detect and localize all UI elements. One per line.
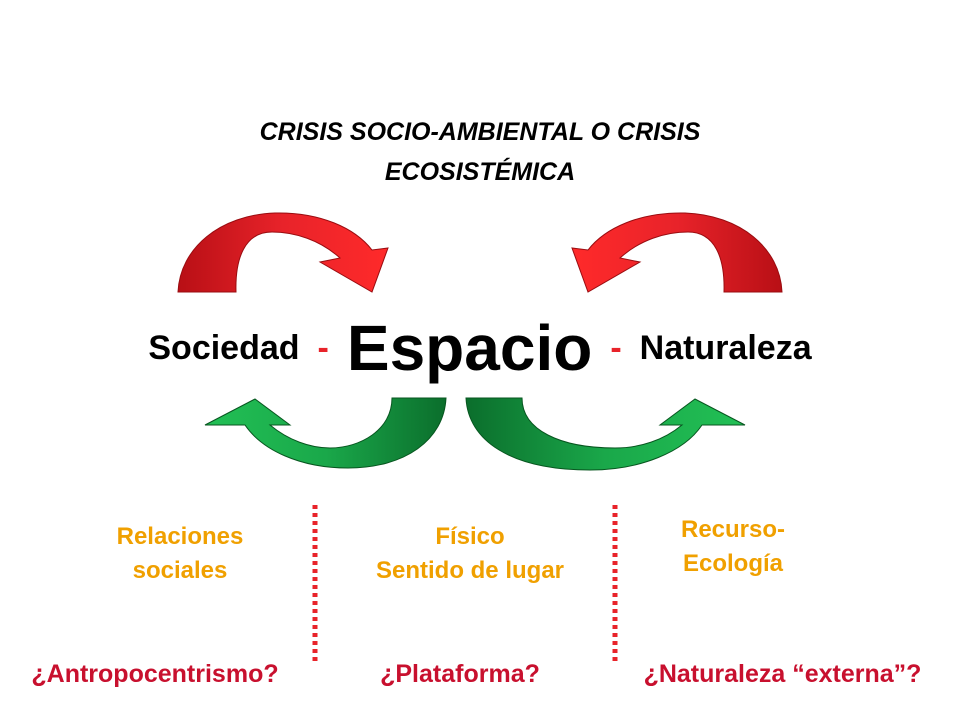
question-antropocentrismo: ¿Antropocentrismo? (31, 660, 279, 688)
label-line: Relaciones (116, 523, 244, 550)
question-naturaleza-externa: ¿Naturaleza “externa”? (643, 660, 922, 688)
green-arrow-left (204, 397, 447, 469)
label-line: sociales (132, 557, 228, 584)
separator-right: - (610, 328, 622, 367)
title-line-1: CRISIS SOCIO-AMBIENTAL O CRISIS (259, 118, 701, 146)
term-naturaleza: Naturaleza (639, 328, 812, 367)
label-line: Físico (435, 523, 505, 550)
label-relaciones-sociales: Relaciones sociales (80, 520, 280, 588)
red-arrow-left (177, 212, 389, 293)
label-line: Recurso- (680, 516, 786, 543)
title-line-2: ECOSISTÉMICA (384, 158, 576, 186)
diagram-title: CRISIS SOCIO-AMBIENTAL O CRISIS ECOSISTÉ… (180, 112, 780, 192)
separator-left: - (317, 328, 329, 367)
central-terms: Sociedad - Espacio - Naturaleza (0, 298, 960, 398)
term-sociedad: Sociedad (148, 328, 300, 367)
green-arrow-right (465, 397, 746, 471)
label-fisico: Físico Sentido de lugar (340, 520, 600, 588)
label-line: Ecología (682, 550, 784, 577)
label-recurso-ecologia: Recurso- Ecología (633, 513, 833, 581)
red-arrow-right (571, 212, 783, 293)
question-plataforma: ¿Plataforma? (380, 660, 540, 688)
term-espacio: Espacio (346, 312, 593, 384)
label-line: Sentido de lugar (375, 557, 564, 584)
